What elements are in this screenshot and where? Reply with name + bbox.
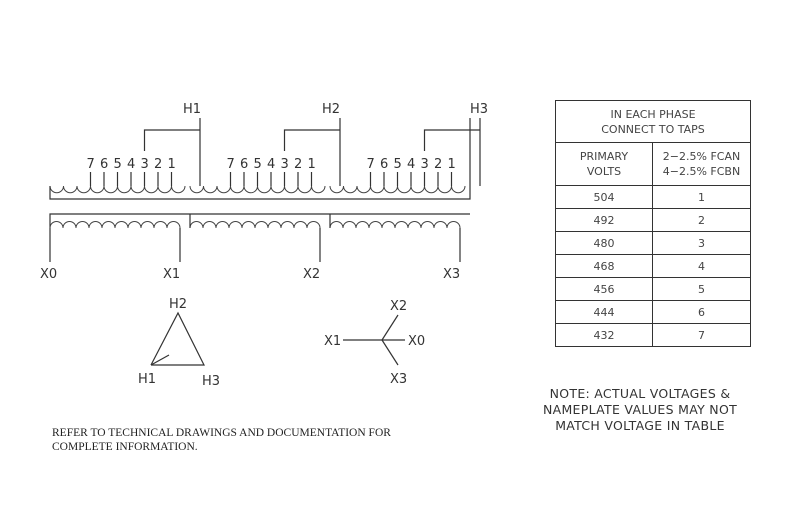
volts-cell: 504 — [555, 185, 653, 209]
terminal-x1-label: X1 — [163, 267, 180, 282]
volts-cell: 456 — [555, 277, 653, 301]
wye-x1-label: X1 — [324, 334, 341, 349]
tap-number-label: 3 — [141, 157, 149, 172]
wye-x2-label: X2 — [390, 299, 407, 314]
tap-connection-header-line2: 4−2.5% FCBN — [662, 165, 741, 178]
tap-cell: 4 — [652, 254, 751, 278]
wye-x0-label: X0 — [408, 334, 425, 349]
terminal-h3-label: H3 — [470, 102, 488, 117]
note-line1: NOTE: ACTUAL VOLTAGES & — [549, 386, 731, 401]
tap-number-label: 5 — [394, 157, 402, 172]
delta-h3-label: H3 — [202, 374, 220, 389]
tap-number-label: 5 — [114, 157, 122, 172]
tap-connection-link — [283, 129, 340, 151]
tap-connection-link — [143, 129, 200, 151]
delta-triangle — [150, 311, 205, 366]
tap-number-label: 3 — [421, 157, 429, 172]
tap-cell: 6 — [652, 300, 751, 324]
tap-number-label: 1 — [168, 157, 176, 172]
delta-h1-label: H1 — [138, 372, 156, 387]
tap-number-label: 6 — [240, 157, 248, 172]
tap-number-label: 2 — [294, 157, 302, 172]
delta-tick — [150, 354, 170, 366]
primary-volts-header-line1: PRIMARY — [579, 150, 629, 163]
tap-connection-header: 2−2.5% FCAN 4−2.5% FCBN — [652, 142, 751, 186]
tap-number-label: 3 — [281, 157, 289, 172]
volts-cell: 480 — [555, 231, 653, 255]
tap-number-label: 1 — [448, 157, 456, 172]
tap-number-label: 4 — [267, 157, 275, 172]
tap-cell: 5 — [652, 277, 751, 301]
tap-table: IN EACH PHASE CONNECT TO TAPS PRIMARY VO… — [555, 100, 751, 347]
delta-symbol: H2 H1 H3 — [138, 297, 220, 389]
reference-line1: REFER TO TECHNICAL DRAWINGS AND DOCUMENT… — [52, 427, 391, 439]
volts-cell: 468 — [555, 254, 653, 278]
secondary-coil — [189, 221, 321, 229]
tap-number-label: 2 — [434, 157, 442, 172]
tap-number-label: 5 — [254, 157, 262, 172]
wye-symbol: X1 X0 X2 X3 — [324, 299, 425, 387]
tap-number-label: 7 — [367, 157, 375, 172]
tap-number-label: 6 — [380, 157, 388, 172]
tap-cell: 3 — [652, 231, 751, 255]
terminal-x3-label: X3 — [443, 267, 460, 282]
tap-number-label: 7 — [87, 157, 95, 172]
terminal-h1-label: H1 — [183, 102, 201, 117]
reference-line2: COMPLETE INFORMATION. — [52, 441, 198, 453]
note-line2: NAMEPLATE VALUES MAY NOT — [542, 402, 738, 417]
tap-table-title: IN EACH PHASE CONNECT TO TAPS — [555, 100, 751, 143]
tap-number-label: 4 — [127, 157, 135, 172]
secondary-windings — [49, 213, 470, 262]
note-line3: MATCH VOLTAGE IN TABLE — [555, 418, 725, 433]
tap-connection-header-line1: 2−2.5% FCAN — [662, 150, 741, 163]
tap-cell: 2 — [652, 208, 751, 232]
tap-number-label: 4 — [407, 157, 415, 172]
wye-arm-bottom — [381, 339, 399, 366]
reference-text: REFER TO TECHNICAL DRAWINGS AND DOCUMENT… — [52, 426, 432, 454]
primary-coil — [189, 185, 326, 194]
terminal-x0-label: X0 — [40, 267, 57, 282]
tap-table-title-line1: IN EACH PHASE — [610, 107, 696, 121]
tap-cell: 7 — [652, 323, 751, 347]
voltage-note: NOTE: ACTUAL VOLTAGES & NAMEPLATE VALUES… — [515, 386, 765, 434]
delta-h2-label: H2 — [169, 297, 187, 312]
tap-number-label: 7 — [227, 157, 235, 172]
tap-table-header-row: PRIMARY VOLTS 2−2.5% FCAN 4−2.5% FCBN — [555, 142, 751, 186]
primary-coil — [49, 185, 186, 194]
volts-cell: 432 — [555, 323, 653, 347]
terminal-x2-label: X2 — [303, 267, 320, 282]
tap-cell: 1 — [652, 185, 751, 209]
primary-coil — [329, 185, 466, 194]
primary-return-bus — [49, 118, 471, 200]
volts-cell: 444 — [555, 300, 653, 324]
primary-volts-header: PRIMARY VOLTS — [555, 142, 653, 186]
secondary-coil — [329, 221, 461, 229]
wye-x3-label: X3 — [390, 372, 407, 387]
tap-number-label: 6 — [100, 157, 108, 172]
tap-connection-link — [423, 129, 480, 151]
primary-volts-header-line2: VOLTS — [586, 165, 622, 178]
wye-arm-top — [381, 314, 399, 341]
tap-number-label: 1 — [308, 157, 316, 172]
tap-table-title-row: IN EACH PHASE CONNECT TO TAPS — [555, 100, 751, 143]
terminal-h2-label: H2 — [322, 102, 340, 117]
secondary-coil — [49, 221, 181, 229]
tap-table-title-line2: CONNECT TO TAPS — [601, 122, 705, 136]
tap-number-label: 2 — [154, 157, 162, 172]
volts-cell: 492 — [555, 208, 653, 232]
